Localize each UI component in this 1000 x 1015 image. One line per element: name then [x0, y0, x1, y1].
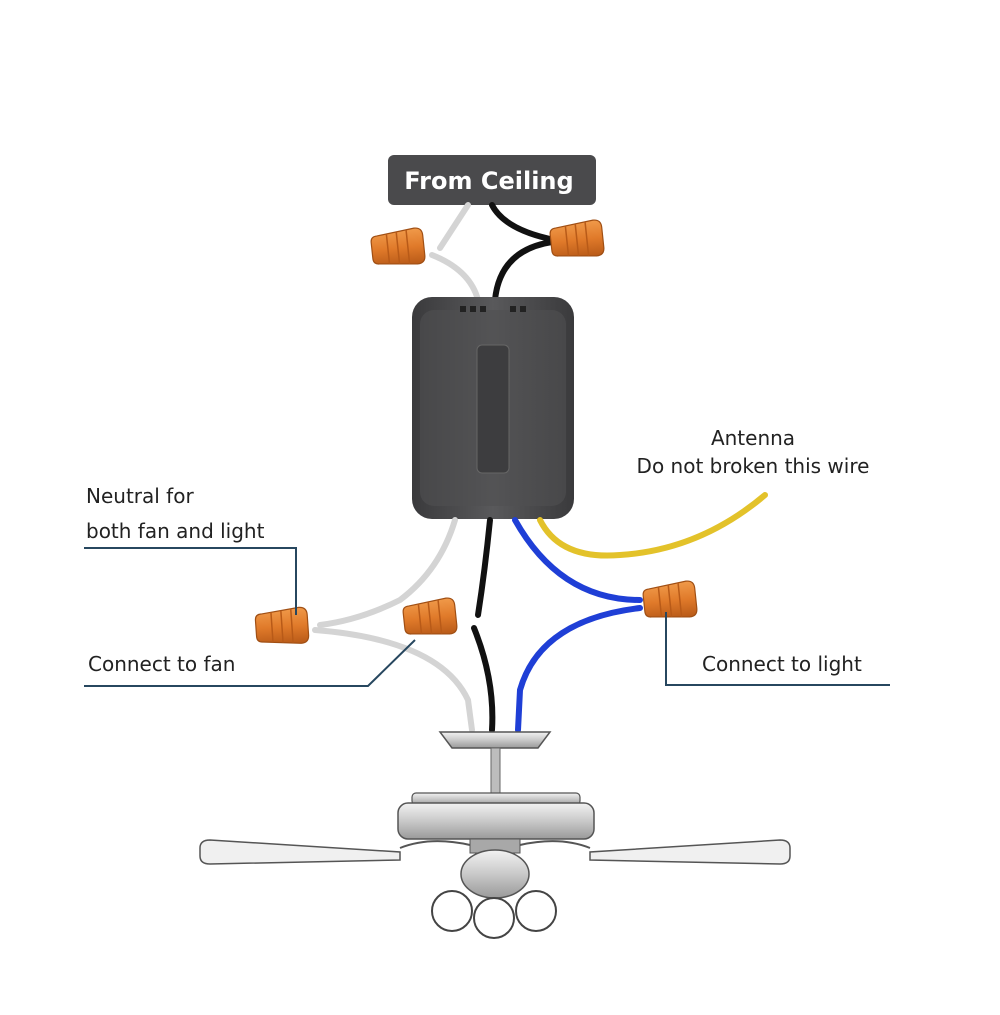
antenna-label: Antenna — [711, 426, 795, 450]
ceiling-hot-wire — [489, 202, 558, 303]
hot-wire-fan — [471, 625, 496, 733]
fan-blade-right — [589, 839, 791, 865]
ceiling-wires — [429, 202, 558, 303]
ceiling-fan — [199, 731, 791, 939]
light-bulb-center — [473, 897, 515, 939]
ceiling-neutral-wire — [429, 202, 481, 303]
fan-blade-arm-right — [519, 840, 591, 849]
antenna-warning: Do not broken this wire — [637, 454, 870, 478]
wire-nut-ceiling-neutral — [369, 226, 427, 270]
output-wires — [312, 492, 768, 733]
neutral-label-line1: Neutral for — [86, 484, 194, 508]
wire-nut-ceiling-hot — [548, 218, 606, 262]
blue-wire-module — [512, 517, 643, 603]
light-bulb-right — [515, 890, 557, 932]
fan-blade-arm-left — [399, 840, 471, 849]
labels: Antenna Do not broken this wire Neutral … — [86, 426, 869, 676]
receiver-module — [412, 297, 574, 519]
leader-lines — [84, 547, 890, 687]
antenna-wire — [537, 492, 768, 559]
fan-motor — [397, 802, 595, 840]
module-vents — [460, 306, 526, 312]
blue-wire-light — [515, 605, 643, 733]
fan-label: Connect to fan — [88, 652, 235, 676]
hot-wire-in — [475, 517, 493, 618]
light-leader — [665, 612, 890, 686]
fan-downrod — [490, 747, 501, 797]
wire-nut-fan — [401, 596, 459, 640]
neutral-label-line2: both fan and light — [86, 519, 265, 543]
from-ceiling-header: From Ceiling — [388, 155, 596, 205]
neutral-wire-out — [317, 517, 458, 628]
fan-blade-left — [199, 839, 401, 865]
wire-nut-neutral — [254, 606, 310, 648]
fan-canopy — [438, 731, 552, 749]
light-bulb-left — [431, 890, 473, 932]
neutral-leader — [84, 547, 297, 615]
wire-nut-light — [641, 579, 699, 623]
light-label: Connect to light — [702, 652, 862, 676]
fan-light-housing — [460, 849, 530, 899]
header-label: From Ceiling — [404, 167, 573, 195]
neutral-wire-fan — [312, 627, 475, 733]
fan-leader — [84, 639, 416, 687]
